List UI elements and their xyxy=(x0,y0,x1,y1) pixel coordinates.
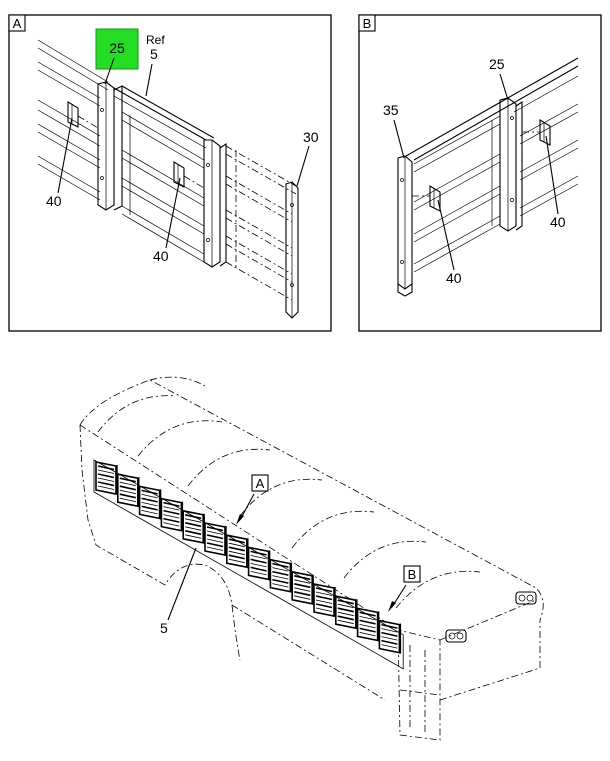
callout-a-ref-word: Ref xyxy=(146,33,165,47)
bus-tag-a: A xyxy=(256,476,265,491)
window-strip xyxy=(93,459,404,670)
window-unit xyxy=(160,497,184,532)
bus-body-view: A B 5 xyxy=(79,376,544,741)
callout-b-40-center: 40 xyxy=(446,270,462,286)
bus-tag-b-box xyxy=(403,565,421,583)
window-unit xyxy=(269,558,293,593)
panel-a-tag: A xyxy=(13,16,22,31)
window-strip-outline xyxy=(93,459,404,670)
callout-a-40-left: 40 xyxy=(46,193,62,209)
window-unit xyxy=(313,583,336,617)
window-unit xyxy=(291,570,314,605)
callout-b-25: 25 xyxy=(489,56,505,72)
callout-a-40-center: 40 xyxy=(153,248,169,264)
callout-a-ref-number: 5 xyxy=(150,46,158,62)
panel-a-tag-box xyxy=(8,14,26,32)
panel-b-tag-box xyxy=(358,14,376,32)
panel-b-tag: B xyxy=(363,16,372,31)
window-unit xyxy=(247,546,271,581)
callout-a-25: 25 xyxy=(109,40,125,56)
detail-panel-b: B xyxy=(358,14,602,332)
window-unit xyxy=(226,534,249,569)
callout-b-35: 35 xyxy=(383,102,399,118)
window-unit xyxy=(378,619,402,654)
window-unit xyxy=(117,473,140,508)
bus-tag-a-box xyxy=(251,474,269,492)
window-unit xyxy=(182,509,205,544)
callout-25-highlight xyxy=(95,28,139,70)
detail-panel-a: A xyxy=(8,14,332,332)
bus-tag-b: B xyxy=(408,567,417,582)
window-unit xyxy=(204,522,227,556)
window-unit xyxy=(356,607,380,642)
window-unit xyxy=(335,595,358,630)
callout-bus-5: 5 xyxy=(160,620,168,636)
callout-a-30: 30 xyxy=(303,129,319,145)
callout-b-40-right: 40 xyxy=(550,214,566,230)
